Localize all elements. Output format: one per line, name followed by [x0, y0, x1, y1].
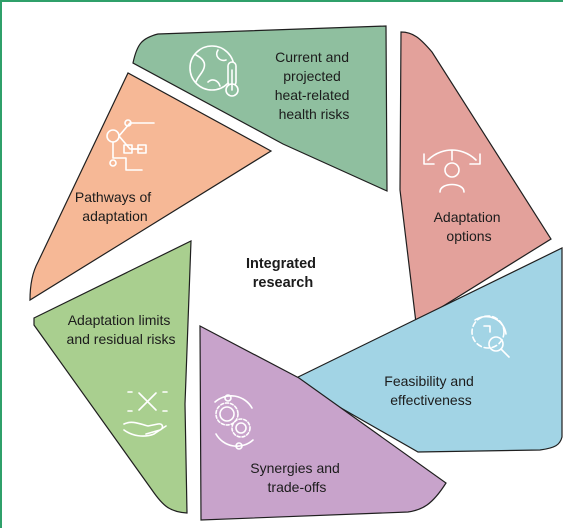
- label-line: projected: [283, 68, 341, 84]
- hand-cross-icon: [123, 391, 168, 437]
- label-current-risks: Current and projected heat-related healt…: [275, 49, 354, 122]
- segment-limits: [33, 240, 192, 514]
- label-line: and residual risks: [67, 331, 176, 347]
- label-line: Pathways of: [75, 189, 151, 205]
- label-synergies: Synergies and trade-offs: [250, 460, 343, 495]
- label-limits: Adaptation limits and residual risks: [67, 312, 176, 347]
- label-line: heat-related: [275, 87, 350, 103]
- segment-adaptation-options: [399, 31, 552, 325]
- center-label-line: Integrated: [246, 256, 316, 272]
- person-diverging-arrows-icon: [423, 149, 481, 193]
- label-line: health risks: [279, 106, 350, 122]
- gears-cycle-icon: [214, 394, 254, 450]
- label-line: trade-offs: [268, 479, 327, 495]
- label-pathways: Pathways of adaptation: [75, 189, 155, 224]
- label-line: Feasibility and: [384, 373, 474, 389]
- segment-current-risks: [132, 25, 388, 192]
- gear-magnifier-icon: [471, 315, 510, 358]
- label-line: Adaptation limits: [68, 312, 171, 328]
- label-line: Synergies and: [250, 460, 340, 476]
- label-line: Current and: [275, 49, 349, 65]
- globe-thermometer-icon: [189, 45, 239, 97]
- segment-synergies: [199, 325, 447, 521]
- center-label-line: research: [253, 275, 313, 291]
- label-line: Adaptation: [434, 209, 501, 225]
- label-feasibility: Feasibility and effectiveness: [384, 373, 477, 408]
- center-label: Integrated research: [246, 256, 320, 291]
- segment-feasibility: [290, 247, 563, 453]
- pathway-tree-icon: [106, 119, 155, 171]
- segment-pathways: [29, 72, 273, 302]
- label-line: adaptation: [82, 208, 147, 224]
- label-adaptation-options: Adaptation options: [434, 209, 505, 244]
- label-line: effectiveness: [390, 392, 471, 408]
- label-line: options: [446, 228, 491, 244]
